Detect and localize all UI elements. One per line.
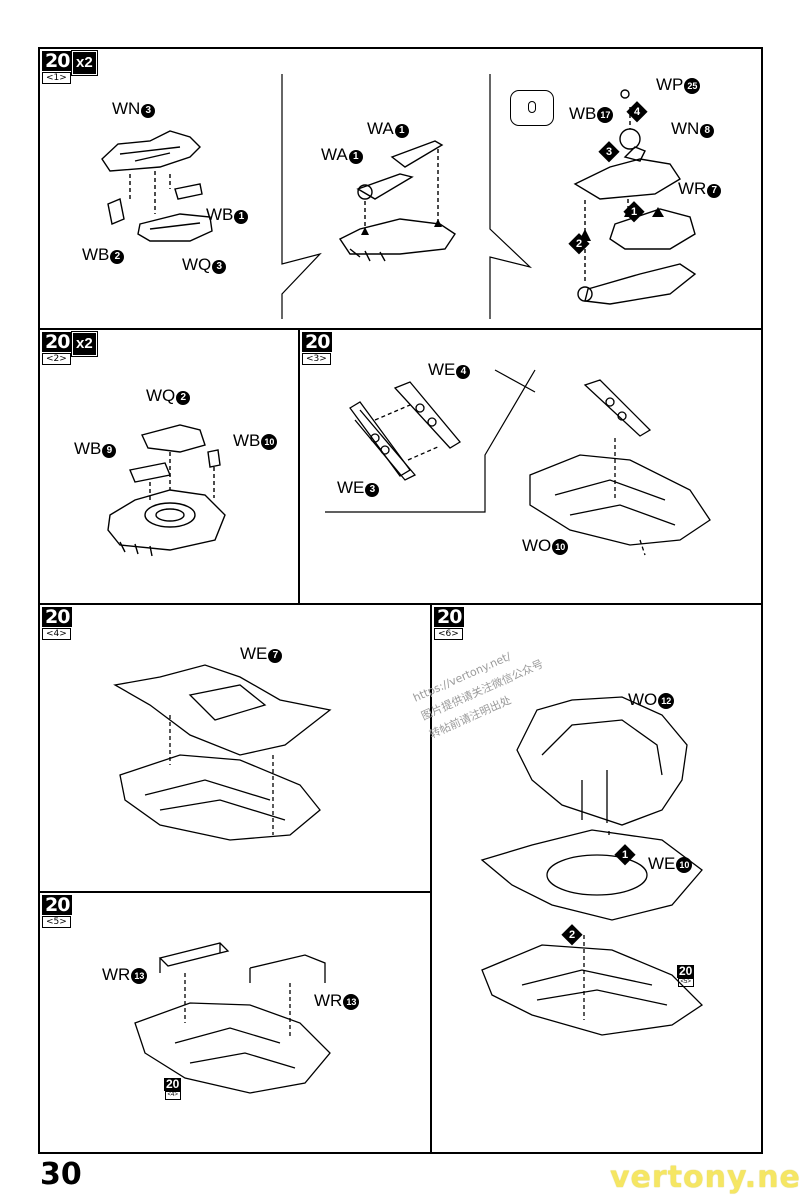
panel-6-drawings: 1 2 — [480, 696, 704, 1036]
step-number: 20 — [42, 895, 73, 915]
page-number: 30 — [40, 1157, 82, 1192]
step-sub: <1> — [42, 72, 71, 84]
step-badge: 20 <2> — [42, 332, 73, 365]
step-badge: 20 <4> — [42, 607, 73, 640]
step-sub: <3> — [302, 353, 331, 365]
order-2: 2 — [569, 929, 575, 941]
step-number: 20 — [302, 332, 333, 352]
ref-step-badge: 20 <5> — [677, 964, 695, 987]
order-3: 3 — [606, 146, 612, 158]
step-sub: <6> — [434, 628, 463, 640]
panel-5-drawings — [134, 942, 331, 1094]
seal-icon — [510, 90, 554, 126]
order-2: 2 — [576, 238, 582, 250]
order-markers — [568, 101, 648, 255]
step-sub: <5> — [42, 916, 71, 928]
order-1: 1 — [622, 849, 628, 861]
step-badge: 20 <5> — [42, 895, 73, 928]
part-wn3 — [101, 130, 201, 172]
panel-4-drawings — [113, 664, 332, 841]
step-number: 20 — [42, 51, 73, 71]
step-badge: 20 <3> — [302, 332, 333, 365]
brand-watermark: vertony.net — [610, 1160, 800, 1195]
step-number: 20 — [434, 607, 465, 627]
panel-1-drawings: 1 2 3 4 — [101, 74, 697, 319]
panel-2-drawings — [107, 424, 226, 557]
step-badge: 20 <1> — [42, 51, 73, 84]
multiplier-badge: x2 — [71, 331, 98, 357]
ref-step-badge: 20 <4> — [164, 1077, 182, 1100]
multiplier-badge: x2 — [71, 50, 98, 76]
step-sub: <4> — [42, 628, 71, 640]
order-4: 4 — [634, 106, 641, 118]
step-number: 20 — [42, 607, 73, 627]
order-1: 1 — [631, 206, 637, 218]
panel-step-20-1: 20 <1> x2 — [38, 47, 763, 330]
step-badge: 20 <6> — [434, 607, 465, 640]
step-sub: <2> — [42, 353, 71, 365]
step-number: 20 — [42, 332, 73, 352]
panel-3-drawings — [325, 369, 711, 556]
